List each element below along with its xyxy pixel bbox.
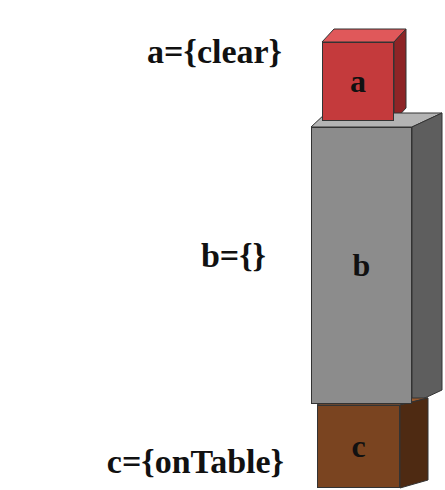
block: c — [317, 405, 400, 488]
state-label: b={} — [201, 237, 266, 275]
block-name: c — [351, 428, 365, 465]
state-label: a={clear} — [147, 33, 282, 71]
state-label: c={onTable} — [107, 443, 284, 481]
block-name: b — [353, 247, 371, 284]
block: b — [311, 127, 412, 404]
block-name: a — [350, 63, 366, 100]
block: a — [322, 42, 394, 121]
